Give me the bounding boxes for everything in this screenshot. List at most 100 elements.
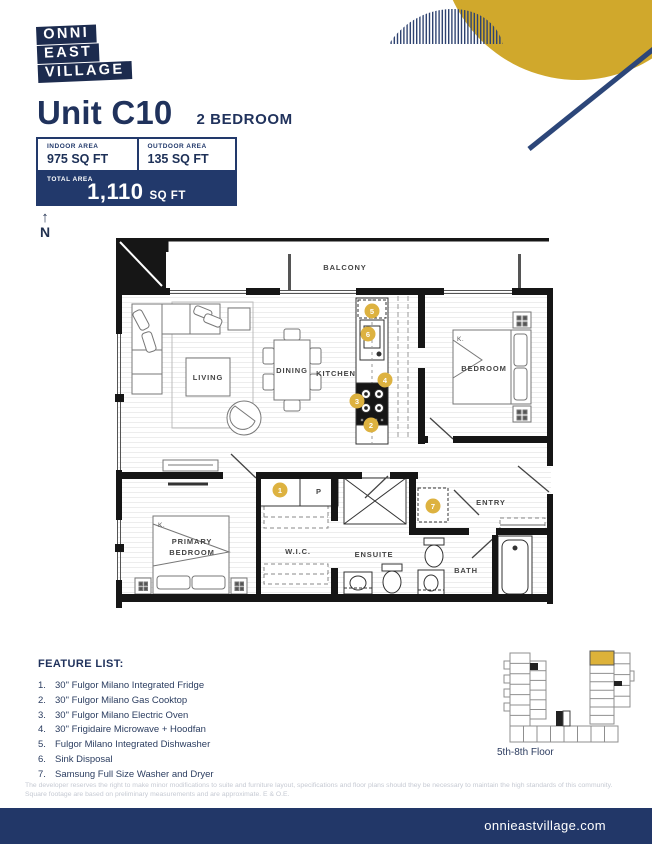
furniture <box>131 303 532 595</box>
bed-pillow <box>156 575 191 590</box>
feature-item: 1. 30" Fulgor Milano Integrated Fridge <box>38 679 338 694</box>
onni-east-village-logo: ONNI EAST VILLAGE <box>36 23 132 84</box>
feature-item: 3. 30" Fulgor Milano Electric Oven <box>38 709 338 724</box>
area-table-top-row: INDOOR AREA 975 SQ FT OUTDOOR AREA 135 S… <box>38 139 235 170</box>
ensuite-toilet <box>382 570 402 594</box>
floor-plan-svg: BALCONY LIVING DINING KITCHEN BEDROOM K.… <box>115 238 553 608</box>
marker-7: 7 <box>431 502 435 511</box>
bath-label: BATH <box>454 566 478 575</box>
indoor-area-label: INDOOR AREA <box>47 143 99 150</box>
bed-pillow <box>513 333 528 367</box>
primary-bedroom-label-1: PRIMARY <box>172 537 213 546</box>
dining-chair <box>262 347 275 365</box>
feature-list-title: FEATURE LIST: <box>38 658 124 670</box>
bedroom-k-label: K. <box>457 336 464 343</box>
living-rug <box>171 301 254 429</box>
logo-line-2: EAST <box>36 43 100 64</box>
bath-toilet <box>424 544 444 568</box>
disclaimer-text: The developer reserves the right to make… <box>25 782 613 799</box>
sofa-pillow <box>203 313 223 328</box>
feature-item-text: 30" Fulgor Milano Gas Cooktop <box>55 694 188 706</box>
keyplan-highlighted-unit <box>589 650 615 666</box>
total-area-cell: TOTAL AREA 1,110 SQ FT <box>38 170 235 204</box>
unit-type: 2 BEDROOM <box>196 111 293 128</box>
total-area-label: TOTAL AREA <box>47 176 93 183</box>
coffee-table <box>185 357 231 397</box>
north-arrow-icon: ↑ <box>41 209 49 226</box>
marker-2: 2 <box>369 421 373 430</box>
feature-item: 6. Sink Disposal <box>38 753 338 768</box>
logo-line-3: VILLAGE <box>37 61 132 83</box>
bedroom-label: BEDROOM <box>461 364 506 373</box>
keyplan-caption: 5th-8th Floor <box>497 747 554 758</box>
corridor-dashed-lines <box>397 296 409 440</box>
feature-item-number: 3. <box>38 709 46 721</box>
logo-line-1: ONNI <box>36 24 97 45</box>
total-area-value: 1,110 <box>87 179 144 204</box>
nightstand <box>512 311 532 329</box>
total-area-unit: SQ FT <box>149 190 186 202</box>
ensuite-toilet-tank <box>381 563 403 572</box>
feature-item-text: Fulgor Milano Integrated Dishwasher <box>55 739 211 751</box>
round-chair-seat <box>229 405 256 430</box>
feature-item: 5. Fulgor Milano Integrated Dishwasher <box>38 738 338 753</box>
keyplan-core <box>614 681 622 686</box>
yellow-circle-decoration <box>452 0 652 80</box>
dining-chair <box>262 373 275 391</box>
living-label: LIVING <box>193 373 223 382</box>
striped-dome-decoration <box>389 8 503 44</box>
feature-item-number: 7. <box>38 768 46 780</box>
keyplan-core <box>530 663 538 670</box>
balcony-label: BALCONY <box>323 263 366 272</box>
feature-item: 7. Samsung Full Size Washer and Dryer <box>38 768 338 783</box>
feature-item-number: 1. <box>38 680 46 691</box>
outdoor-area-label: OUTDOOR AREA <box>147 143 207 150</box>
keyplan-svg <box>503 650 635 743</box>
title-row: Unit C10 2 BEDROOM <box>37 94 293 132</box>
bed-pillow <box>191 575 226 590</box>
keyplan-core <box>556 711 563 726</box>
feature-item: 2. 30" Fulgor Milano Gas Cooktop <box>38 694 338 709</box>
building-keyplan <box>486 641 648 752</box>
outdoor-area-value: 135 SQ FT <box>147 152 209 166</box>
side-table <box>227 307 251 331</box>
feature-item-text: 30" Fulgor Milano Integrated Fridge <box>55 680 205 691</box>
nightstand <box>512 405 532 423</box>
primary-k-label: K. <box>158 522 165 529</box>
north-compass: ↑ N <box>34 209 56 239</box>
feature-item-text: Sink Disposal <box>55 753 113 765</box>
feature-item-number: 4. <box>38 724 46 736</box>
feature-item-number: 6. <box>38 753 46 765</box>
website-url: onnieastvillage.com <box>484 818 606 833</box>
feature-item-number: 5. <box>38 739 46 751</box>
dining-chair <box>283 399 301 412</box>
dining-chair <box>283 328 301 341</box>
unit-title: Unit C10 <box>37 94 173 131</box>
bed-pillow <box>513 367 528 401</box>
marker-1: 1 <box>278 486 282 495</box>
feature-item: 4. 30" Frigidaire Microwave + Hoodfan <box>38 723 338 738</box>
feature-item-text: Samsung Full Size Washer and Dryer <box>55 768 214 780</box>
total-area-value-wrap: 1,110 SQ FT <box>38 172 235 205</box>
kitchen-label: KITCHEN <box>316 369 356 378</box>
diagonal-line-decoration <box>527 47 652 151</box>
marker-5: 5 <box>370 307 374 316</box>
bath-toilet-tank <box>423 537 445 546</box>
feature-list: FEATURE LIST: 1. 30" Fulgor Milano Integr… <box>38 658 338 783</box>
primary-bedroom-label-2: BEDROOM <box>169 548 214 557</box>
footer-bar: onnieastvillage.com <box>0 808 652 844</box>
entry-label: ENTRY <box>476 498 506 507</box>
outdoor-area-cell: OUTDOOR AREA 135 SQ FT <box>136 139 236 170</box>
sofa-pillow <box>141 331 157 353</box>
sofa-pillow <box>132 309 150 331</box>
dining-chair <box>309 347 322 365</box>
feature-item-number: 2. <box>38 694 46 706</box>
keyplan-core <box>562 710 571 727</box>
feature-markers: 1 2 3 4 5 6 7 <box>272 303 441 514</box>
pantry-label: P <box>316 487 322 496</box>
wic-label: W.I.C. <box>285 547 311 556</box>
feature-item-text: 30" Fulgor Milano Electric Oven <box>55 709 189 721</box>
dining-chair <box>309 373 322 391</box>
indoor-area-cell: INDOOR AREA 975 SQ FT <box>38 139 137 170</box>
feature-item-text: 30" Frigidaire Microwave + Hoodfan <box>55 724 206 736</box>
